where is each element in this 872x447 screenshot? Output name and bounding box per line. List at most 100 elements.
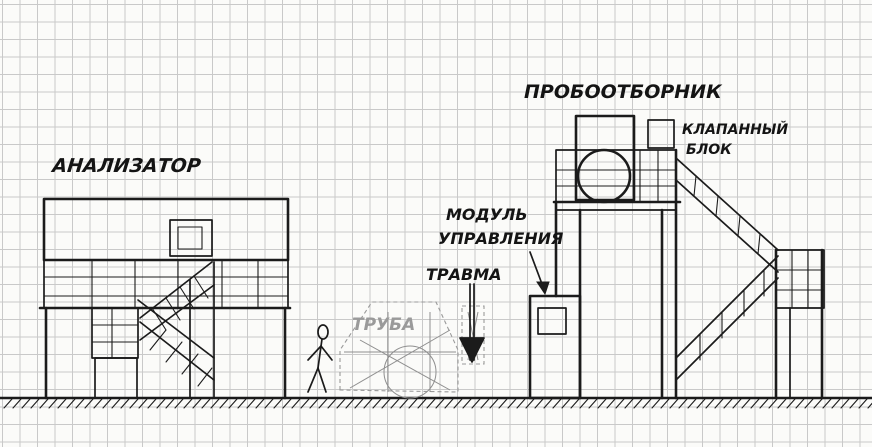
ground-hatch-mark: [741, 398, 751, 409]
analyzer-window: [169, 219, 213, 257]
ground-hatch-mark: [399, 398, 409, 409]
ground-hatch-mark: [579, 398, 589, 409]
ground-hatch-mark: [705, 398, 715, 409]
ground-hatch-mark: [534, 398, 544, 409]
ground-hatch-mark: [255, 398, 265, 409]
ground-hatch-mark: [246, 398, 256, 409]
ground-hatch-mark: [336, 398, 346, 409]
ground-hatch-mark: [489, 398, 499, 409]
ground-hatch-mark: [174, 398, 184, 409]
ground-hatch-mark: [408, 398, 418, 409]
ground-hatch-mark: [183, 398, 193, 409]
analyzer-cabin: [42, 197, 290, 262]
ground-hatch-mark: [201, 398, 211, 409]
ground-hatch-mark: [786, 398, 796, 409]
analyzer-door: [94, 357, 138, 399]
ground-hatch-mark: [777, 398, 787, 409]
ground-hatch-mark: [669, 398, 679, 409]
ground-hatch-mark: [39, 398, 49, 409]
ground-hatch-mark: [642, 398, 652, 409]
ground-hatch-mark: [759, 398, 769, 409]
ground-hatch-mark: [264, 398, 274, 409]
sampler-structure: [552, 114, 825, 400]
ground-hatch-mark: [543, 398, 553, 409]
ground-hatch-mark: [12, 398, 22, 409]
ground-hatch-mark: [471, 398, 481, 409]
ground-hatch-mark: [237, 398, 247, 409]
ground: [0, 396, 872, 409]
ground-hatch-mark: [732, 398, 742, 409]
ground-hatch-mark: [21, 398, 31, 409]
ground-hatch-mark: [435, 398, 445, 409]
ground-hatch-mark: [363, 398, 373, 409]
ground-hatch-mark: [426, 398, 436, 409]
ground-hatch-mark: [606, 398, 616, 409]
ground-hatch-mark: [570, 398, 580, 409]
analyzer-structure: [38, 197, 292, 400]
ground-hatch-mark: [138, 398, 148, 409]
ground-hatch-mark: [282, 398, 292, 409]
ground-hatch-mark: [480, 398, 490, 409]
ground-hatch-mark: [84, 398, 94, 409]
ground-hatch-mark: [219, 398, 229, 409]
ground-hatch-mark: [525, 398, 535, 409]
ground-hatch-mark: [165, 398, 175, 409]
ground-hatch-mark: [615, 398, 625, 409]
ground-hatch-mark: [687, 398, 697, 409]
control-module-panel: [537, 307, 567, 335]
ground-hatch-mark: [813, 398, 823, 409]
ground-hatch-mark: [228, 398, 238, 409]
trauma-label: ТРАВМА: [426, 265, 502, 284]
ground-hatch-mark: [111, 398, 121, 409]
ground-hatch-mark: [462, 398, 472, 409]
ground-hatch-mark: [633, 398, 643, 409]
analyzer-stairs: [137, 261, 215, 399]
ground-hatch-mark: [831, 398, 841, 409]
ground-hatch-mark: [714, 398, 724, 409]
valve-block-box: [647, 119, 675, 149]
ground-hatch-mark: [516, 398, 526, 409]
ground-hatch-mark: [561, 398, 571, 409]
ground-hatch-mark: [651, 398, 661, 409]
control-module-label-line2: УПРАВЛЕНИЯ: [438, 229, 563, 248]
ground-hatch-mark: [354, 398, 364, 409]
ground-hatch-mark: [822, 398, 832, 409]
pipe-label: ТРУБА: [352, 315, 415, 335]
ground-hatch-mark: [120, 398, 130, 409]
ground-hatch-mark: [156, 398, 166, 409]
ground-hatch-mark: [696, 398, 706, 409]
ground-hatch-mark: [588, 398, 598, 409]
ground-hatch-mark: [858, 398, 868, 409]
ground-hatch-mark: [372, 398, 382, 409]
ground-hatch-mark: [552, 398, 562, 409]
trauma-arrow: [459, 283, 485, 363]
ground-hatch-mark: [795, 398, 805, 409]
ground-hatch-mark: [309, 398, 319, 409]
ground-hatch-mark: [66, 398, 76, 409]
sampler-wheel: [576, 148, 632, 204]
ground-hatch-mark: [444, 398, 454, 409]
ground-hatch-mark: [3, 398, 13, 409]
ground-hatch-mark: [327, 398, 337, 409]
ground-hatch-mark: [660, 398, 670, 409]
ground-hatch-mark: [273, 398, 283, 409]
ground-hatch-mark: [210, 398, 220, 409]
ground-hatch-mark: [300, 398, 310, 409]
ground-hatch-mark: [750, 398, 760, 409]
ground-hatch-mark: [48, 398, 58, 409]
ground-hatch-mark: [30, 398, 40, 409]
ground-hatch-mark: [102, 398, 112, 409]
ground-hatch-mark: [840, 398, 850, 409]
ground-hatch-mark: [849, 398, 859, 409]
analyzer-label: АНАЛИЗАТОР: [49, 155, 202, 177]
ground-hatch-mark: [723, 398, 733, 409]
analyzer-platform: [43, 259, 289, 309]
pipe-sketch: [339, 301, 485, 399]
ground-hatch-mark: [804, 398, 814, 409]
ground-hatch-mark: [417, 398, 427, 409]
control-module-label-line1: МОДУЛЬ: [446, 205, 528, 224]
ground-hatch-mark: [291, 398, 301, 409]
ground-hatch-mark: [498, 398, 508, 409]
